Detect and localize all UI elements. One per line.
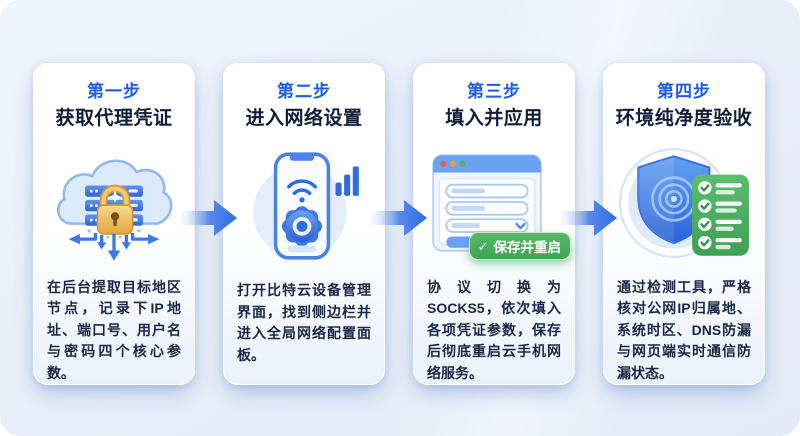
steps-row: 第一步 获取代理凭证 [33,63,765,385]
step-title: 填入并应用 [445,108,543,129]
step-description: 打开比特云设备管理界面，找到侧边栏并进入全局网络配置面板。 [237,282,371,363]
step-label: 第一步 [87,82,141,101]
arrow-right-icon [371,196,427,240]
arrow-right-icon [181,196,237,240]
form-window-icon: ✓ 保存并重启 [414,132,574,275]
save-restart-badge: ✓ 保存并重启 [468,232,571,260]
check-icon: ✓ [477,238,489,254]
cloud-server-lock-icon [34,132,194,275]
step-title: 获取代理凭证 [55,108,173,129]
step-label: 第四步 [657,82,711,101]
step-description: 协议切换为SOCKS5，依次填入各项凭证参数，保存后彻底重启云手机网络服务。 [427,278,561,381]
step-card-1: 第一步 获取代理凭证 [33,63,195,385]
shield-checklist-icon [604,132,764,275]
step-label: 第三步 [467,82,521,101]
step-label: 第二步 [277,82,331,101]
step-title: 环境纯净度验收 [615,108,753,129]
step-card-2: 第二步 进入网络设置 [223,63,385,385]
step-title: 进入网络设置 [245,108,363,129]
step-card-3: 第三步 填入并应用 [413,63,575,385]
step-description: 在后台提取目标地区节点，记录下IP地址、端口号、用户名与密码四个核心参数。 [47,278,181,381]
step-card-4: 第四步 环境纯净度验收 [603,63,765,385]
badge-label: 保存并重启 [493,240,562,255]
arrow-right-icon [561,196,617,240]
phone-gear-settings-icon [224,132,384,278]
step-description: 通过检测工具，严格核对公网IP归属地、系统时区、DNS防漏与网页端实时通信防漏状… [617,278,751,381]
